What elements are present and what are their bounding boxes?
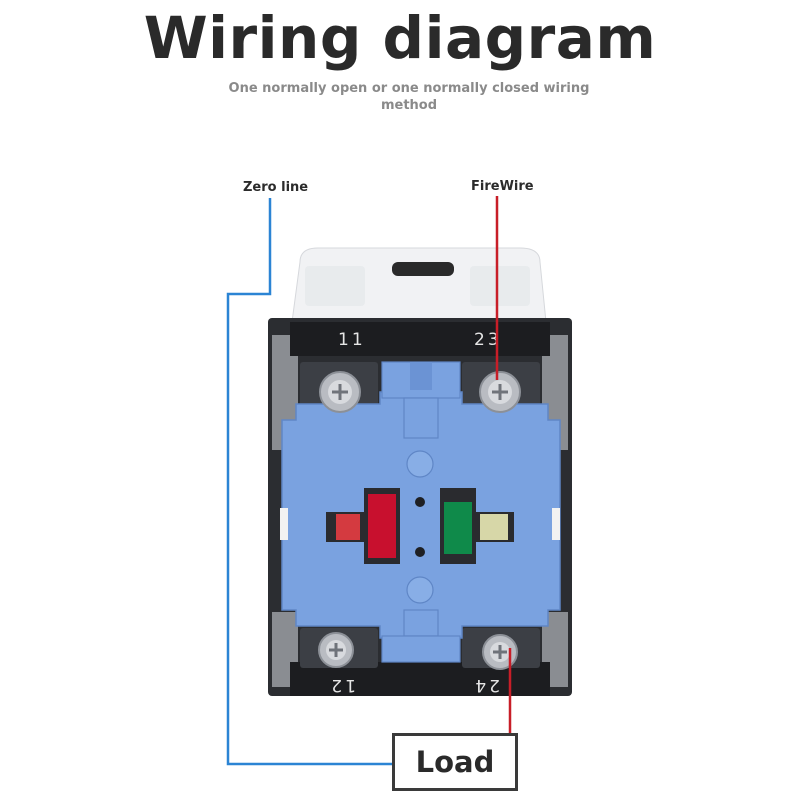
screw-terminal-23	[479, 371, 521, 413]
zero-line-label: Zero line	[243, 180, 309, 195]
page-title: Wiring diagram	[143, 4, 657, 72]
zero-line-wire	[226, 198, 392, 766]
firewire-label: FireWire	[471, 179, 534, 194]
terminal-number-11: 11	[338, 330, 366, 350]
subtitle: One normally open or one normally closed…	[228, 81, 590, 113]
screw-terminal-11	[319, 371, 361, 413]
load-box: Load	[392, 733, 518, 791]
terminal-number-12: 12	[328, 675, 356, 695]
terminal-number-23: 23	[474, 330, 502, 350]
screw-terminal-12	[318, 632, 354, 668]
screw-terminal-24	[482, 634, 518, 670]
terminal-number-24: 24	[472, 675, 500, 695]
clip-slot	[392, 262, 454, 276]
